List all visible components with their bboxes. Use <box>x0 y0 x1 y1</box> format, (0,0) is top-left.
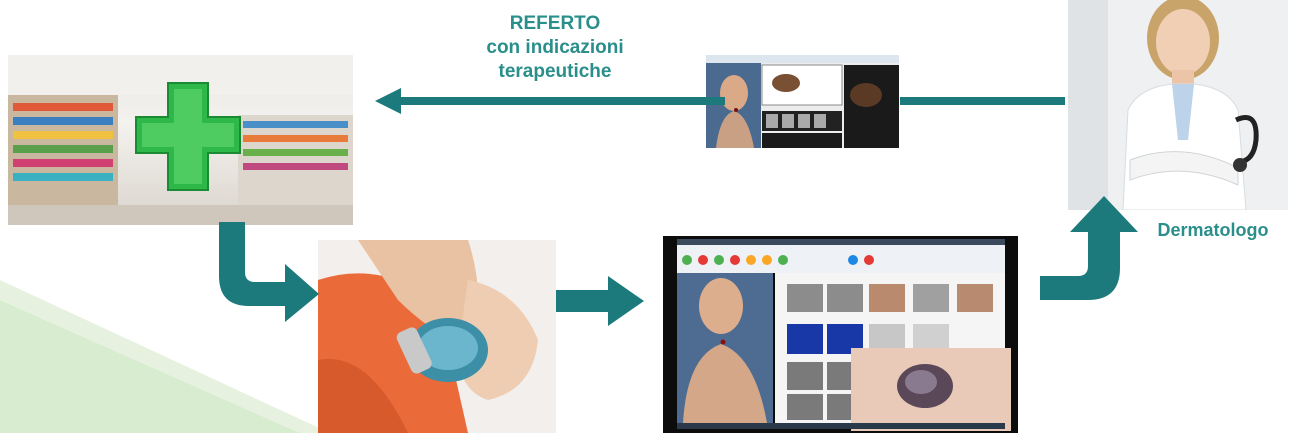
referto-title: REFERTO <box>455 12 655 36</box>
dermatologo-label: Dermatologo <box>1138 220 1288 241</box>
arrow-left-icon <box>375 88 1065 114</box>
referto-label: REFERTO con indicazioni terapeutiche <box>455 12 655 84</box>
referto-subtitle-1: con indicazioni <box>455 36 655 60</box>
dermatologist-image <box>1068 0 1288 210</box>
pharmacy-image <box>8 55 353 225</box>
arrow-down-right-icon <box>213 222 323 322</box>
dermatoscope-image <box>318 240 556 433</box>
referto-subtitle-2: terapeutiche <box>455 60 655 84</box>
software-screenshot <box>663 236 1018 433</box>
arrow-up-right-icon <box>1040 186 1140 302</box>
arrow-right-icon <box>556 276 646 326</box>
